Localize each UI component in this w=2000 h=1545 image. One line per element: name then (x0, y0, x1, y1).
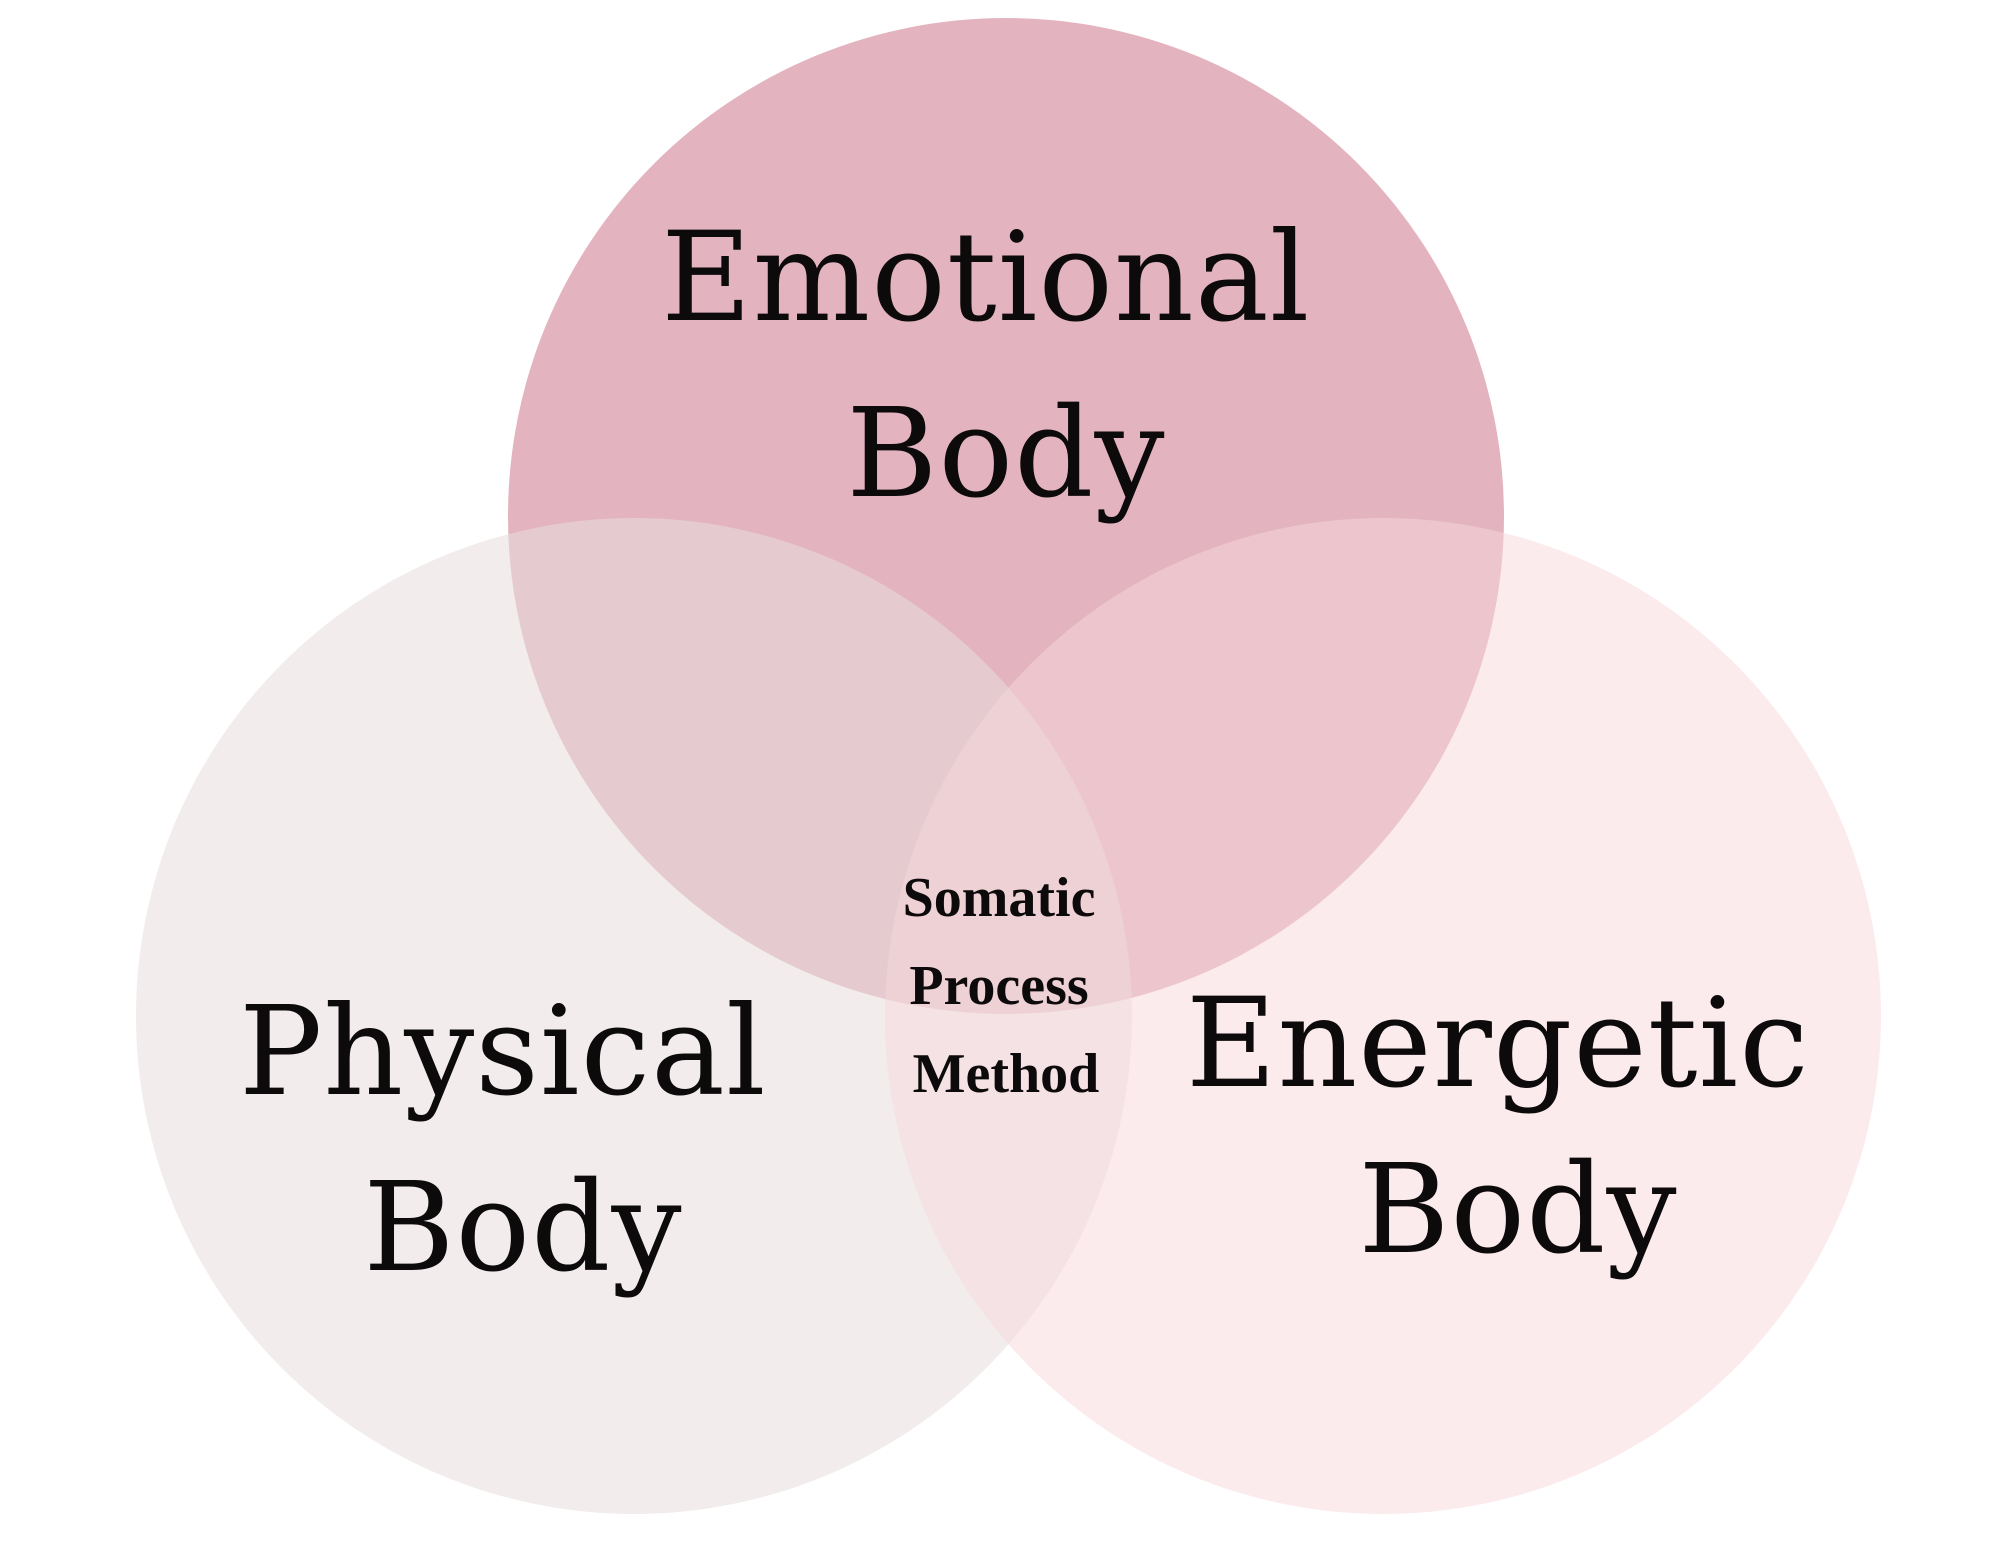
center-label-line-1: Somatic (903, 867, 1096, 929)
emotional-body-label: Emotional Body (661, 206, 1351, 526)
physical-label-line-2: Body (363, 1156, 682, 1300)
circle-energetic-body (885, 518, 1881, 1514)
energetic-label-line-2: Body (1358, 1138, 1677, 1282)
center-label-line-3: Method (913, 1043, 1100, 1105)
emotional-label-line-1: Emotional (661, 206, 1310, 350)
physical-label-line-1: Physical (239, 980, 767, 1124)
energetic-body-label: Energetic Body (1186, 972, 1850, 1282)
center-label: Somatic Process Method (903, 867, 1110, 1105)
energetic-label-line-1: Energetic (1186, 972, 1810, 1116)
center-label-line-2: Process (909, 955, 1088, 1017)
emotional-label-line-2: Body (846, 382, 1165, 526)
circle-physical-body (136, 518, 1132, 1514)
physical-body-label: Physical Body (239, 980, 807, 1300)
